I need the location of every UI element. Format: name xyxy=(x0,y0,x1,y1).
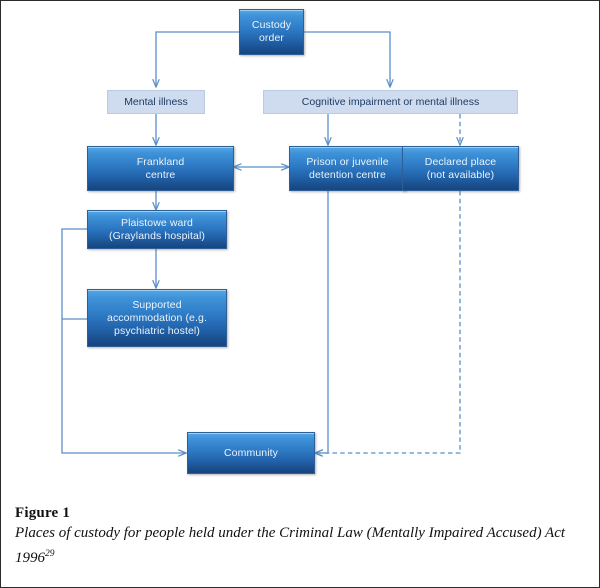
figure-footnote-marker: 29 xyxy=(45,549,55,559)
edge-declared-place-to-community xyxy=(315,191,461,453)
figure-caption: Figure 1 Places of custody for people he… xyxy=(1,493,599,587)
node-plaistowe-line-1: Plaistowe ward xyxy=(120,216,193,229)
flowchart-diagram: Custody order Mental illness Cognitive i… xyxy=(1,1,599,493)
label-cognitive-impairment[interactable]: Cognitive impairment or mental illness xyxy=(263,90,518,114)
node-frankland-line-2: centre xyxy=(145,168,176,181)
node-declared-place-line-2: (not available) xyxy=(426,168,495,181)
node-plaistowe-ward[interactable]: Plaistowe ward (Graylands hospital) xyxy=(87,210,227,249)
edge-prison-to-community xyxy=(315,191,329,453)
edge-custody-to-mental-illness xyxy=(156,31,239,87)
node-supported-accommodation-line-3: psychiatric hostel) xyxy=(114,324,200,337)
node-plaistowe-line-2: (Graylands hospital) xyxy=(109,229,205,242)
node-supported-accommodation-line-1: Supported xyxy=(132,298,182,311)
node-prison-line-2: detention centre xyxy=(309,168,386,181)
node-declared-place[interactable]: Declared place (not available) xyxy=(402,146,519,191)
node-frankland-line-1: Frankland xyxy=(136,155,185,168)
label-cognitive-impairment-text: Cognitive impairment or mental illness xyxy=(301,95,480,108)
node-custody-order-line-1: Custody xyxy=(251,19,292,31)
figure-description-wrap: Places of custody for people held under … xyxy=(15,523,587,569)
node-prison-line-1: Prison or juvenile xyxy=(306,155,389,168)
figure-description: Places of custody for people held under … xyxy=(15,525,566,566)
node-prison-or-juvenile-detention-centre[interactable]: Prison or juvenile detention centre xyxy=(289,146,406,191)
node-supported-accommodation-line-2: accommodation (e.g. xyxy=(107,311,207,324)
node-custody-order-line-2: order xyxy=(258,32,284,44)
node-community-text: Community xyxy=(224,446,278,459)
node-declared-place-line-1: Declared place xyxy=(424,155,497,168)
label-mental-illness-text: Mental illness xyxy=(124,95,188,108)
node-custody-order[interactable]: Custody order xyxy=(239,9,304,55)
node-community[interactable]: Community xyxy=(187,432,315,474)
node-frankland-centre[interactable]: Frankland centre xyxy=(87,146,234,191)
edge-custody-to-cognitive xyxy=(304,31,390,87)
figure-label: Figure 1 xyxy=(15,505,71,521)
label-mental-illness[interactable]: Mental illness xyxy=(107,90,205,114)
node-supported-accommodation[interactable]: Supported accommodation (e.g. psychiatri… xyxy=(87,289,227,347)
